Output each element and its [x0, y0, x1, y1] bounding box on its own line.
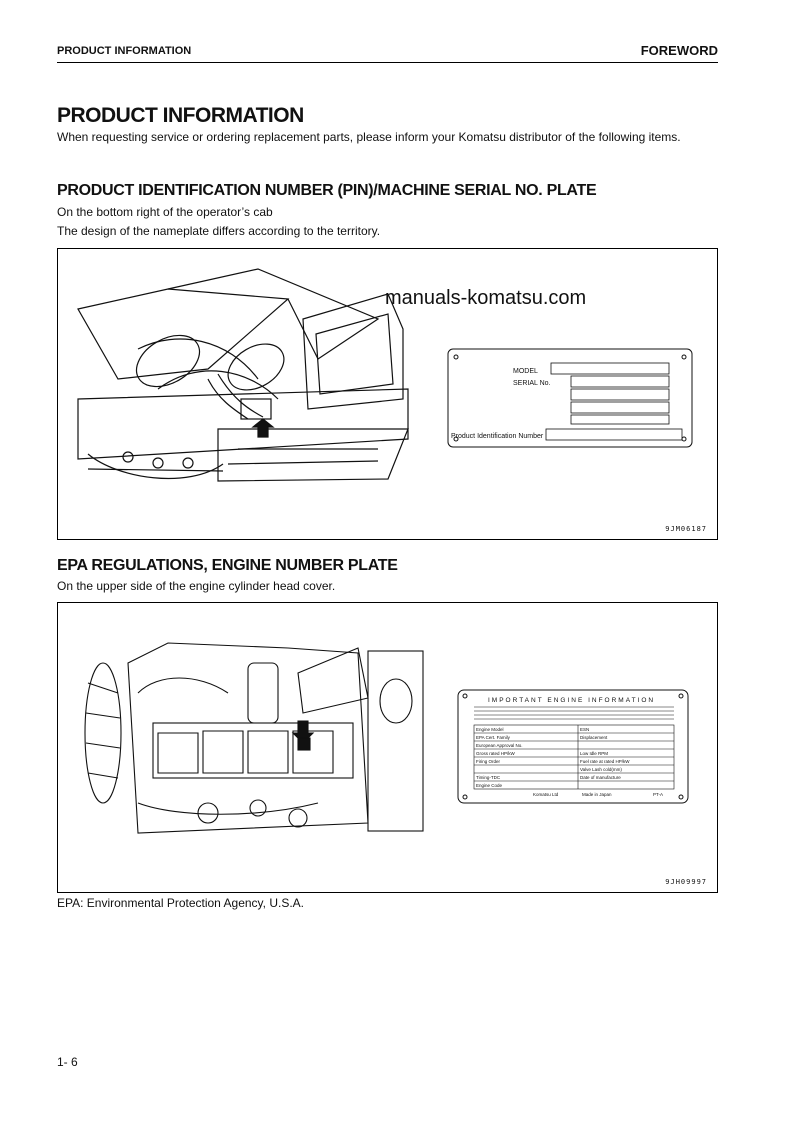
pin-figure: MODEL SERIAL No. Product Identification … [57, 248, 718, 540]
engine-row-4: Firing Order [476, 759, 501, 764]
page-number: 1- 6 [57, 1055, 78, 1069]
engine-rrow-5: Valve Lash cold(mm) [580, 767, 622, 772]
engine-rrow-1: Displacement [580, 735, 608, 740]
serial-nameplate: MODEL SERIAL No. Product Identification … [447, 348, 693, 448]
header-section-label: PRODUCT INFORMATION [57, 45, 192, 57]
engine-illustration: IMPORTANT ENGINE INFORMATION Engine Mode… [84, 642, 689, 834]
engine-row-6: Timing-TDC [476, 775, 501, 780]
epa-section-heading: EPA REGULATIONS, ENGINE NUMBER PLATE [57, 557, 398, 574]
pin-location-text: On the bottom right of the operator’s ca… [57, 205, 273, 219]
engine-row-2: European Approval No. [476, 743, 523, 748]
pin-design-note: The design of the nameplate differs acco… [57, 224, 381, 238]
page-title: PRODUCT INFORMATION [57, 104, 304, 127]
engine-plate-origin: Made in Japan [582, 792, 612, 797]
engine-plate-maker: Komatsu Ltd [533, 792, 559, 797]
epa-figure-id: 9JH09997 [665, 878, 707, 886]
plate-pin-label: Product Identification Number [451, 433, 544, 440]
engine-plate-code: PT-A [653, 792, 663, 797]
watermark-text: manuals-komatsu.com [385, 287, 587, 309]
epa-note: EPA: Environmental Protection Agency, U.… [57, 896, 305, 910]
engine-plate-title: IMPORTANT ENGINE INFORMATION [488, 697, 655, 704]
header-chapter-label: FOREWORD [640, 43, 718, 58]
intro-paragraph: When requesting service or ordering repl… [57, 130, 681, 144]
machine-illustration: MODEL SERIAL No. Product Identification … [77, 268, 693, 482]
engine-rrow-4: Fuel rate at rated HP/kW [580, 759, 630, 764]
engine-row-3: Gross rated HP/kW [476, 751, 516, 756]
engine-rrow-3: Low Idle RPM [580, 751, 608, 756]
pin-figure-id: 9JM06187 [665, 525, 707, 533]
plate-model-label: MODEL [513, 368, 538, 375]
engine-row-7: Engine Code [476, 783, 503, 788]
epa-location-text: On the upper side of the engine cylinder… [57, 579, 336, 593]
pin-section-heading: PRODUCT IDENTIFICATION NUMBER (PIN)/MACH… [57, 182, 597, 199]
engine-row-1: EPA Cert. Family [476, 735, 511, 740]
header-rule [57, 62, 718, 63]
engine-rrow-0: ESN [580, 727, 589, 732]
engine-rrow-6: Date of manufacture [580, 775, 621, 780]
engine-info-plate: IMPORTANT ENGINE INFORMATION Engine Mode… [457, 689, 689, 804]
engine-row-0: Engine Model [476, 727, 504, 732]
epa-figure: IMPORTANT ENGINE INFORMATION Engine Mode… [57, 602, 718, 893]
plate-serial-label: SERIAL No. [513, 380, 551, 387]
